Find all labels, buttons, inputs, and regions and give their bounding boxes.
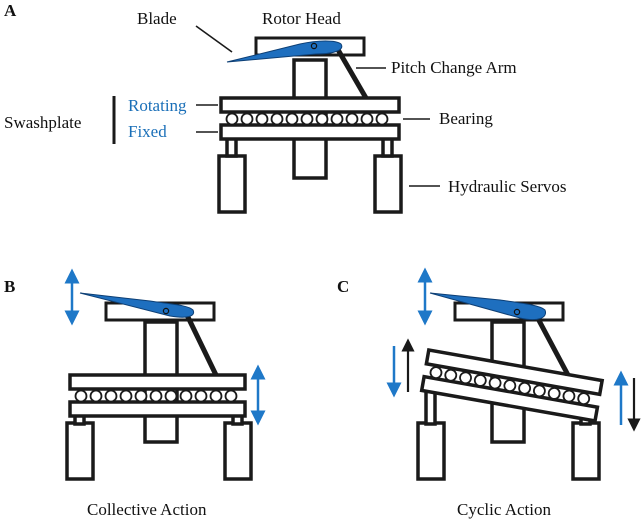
pitch-change-arm-c xyxy=(532,311,571,377)
pitch-change-arm-a xyxy=(334,46,369,100)
bearing-balls-a xyxy=(225,112,389,126)
rotating-swashplate-b xyxy=(68,373,247,391)
bearing-balls-b xyxy=(74,389,238,403)
blade-a xyxy=(226,40,343,63)
panel-c-letter: C xyxy=(337,277,349,296)
cyclic-action-caption: Cyclic Action xyxy=(457,500,551,519)
rotor-head-label: Rotor Head xyxy=(262,9,341,28)
hydraulic-servos-c xyxy=(416,382,601,481)
leader-lines-a xyxy=(195,25,440,187)
pitch-change-arm-b xyxy=(183,311,219,377)
hydraulic-servos-label: Hydraulic Servos xyxy=(448,177,567,196)
rotating-swashplate-c xyxy=(424,347,605,397)
blade-b xyxy=(79,292,195,318)
collective-action-caption: Collective Action xyxy=(87,500,207,519)
hydraulic-servos-b xyxy=(65,412,253,481)
blade-c xyxy=(429,292,547,321)
bearing-label: Bearing xyxy=(439,109,493,128)
panel-b: B Collective Action xyxy=(4,268,266,519)
panel-a-letter: A xyxy=(4,1,17,20)
rotating-swashplate-a xyxy=(219,96,401,114)
panel-b-letter: B xyxy=(4,277,15,296)
bearing-balls-c xyxy=(429,366,591,406)
tilted-swashplate-c xyxy=(419,347,605,423)
panel-c: C xyxy=(337,267,641,519)
rotating-label: Rotating xyxy=(128,96,187,115)
fixed-swashplate-a xyxy=(219,123,401,141)
fixed-swashplate-b xyxy=(68,400,247,418)
pitch-change-arm-label: Pitch Change Arm xyxy=(391,58,517,77)
hydraulic-servos-a xyxy=(217,136,403,214)
fixed-label: Fixed xyxy=(128,122,167,141)
swashplate-label: Swashplate xyxy=(4,113,81,132)
blade-label: Blade xyxy=(137,9,177,28)
panel-a: A xyxy=(4,1,567,214)
